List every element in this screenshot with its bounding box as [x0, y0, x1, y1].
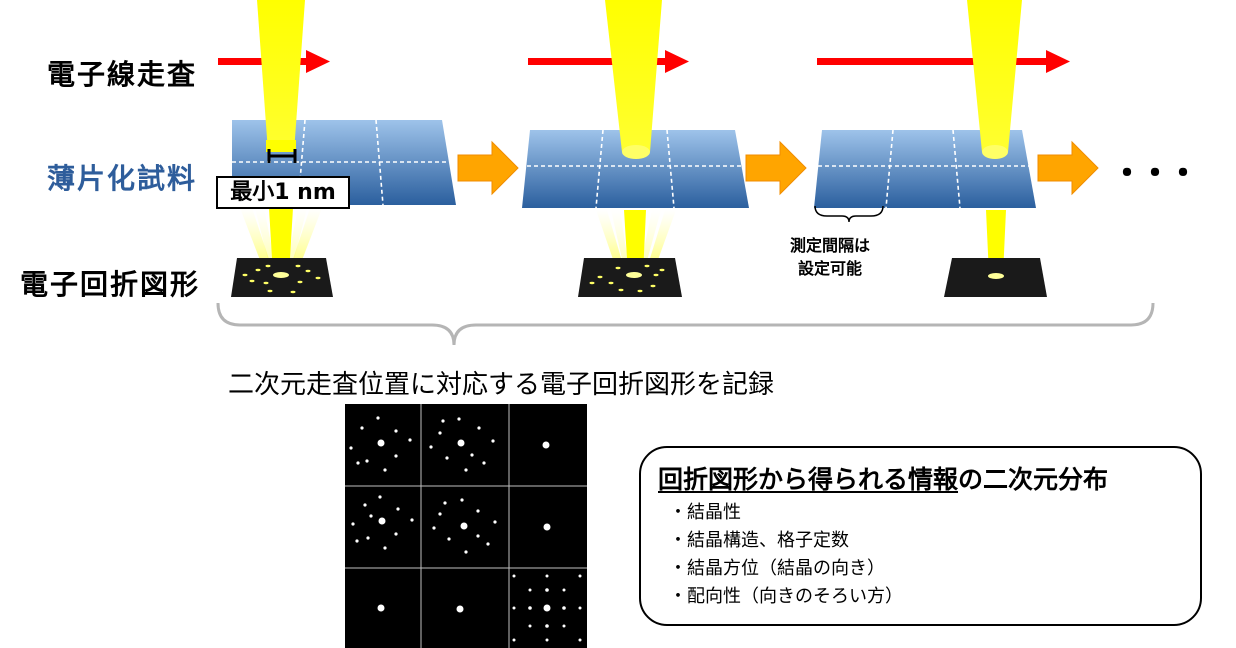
- step-arrow-2: [745, 140, 807, 196]
- diffraction-screen-1: [231, 258, 333, 297]
- diffraction-map: [345, 404, 587, 648]
- info-box: 回折図形から得られる情報の二次元分布 ・結晶性 ・結晶構造、格子定数 ・結晶方位…: [639, 446, 1202, 626]
- ellipsis: ・・・: [1110, 154, 1200, 194]
- panel-2: [522, 0, 749, 297]
- step-arrow-3: [1037, 140, 1099, 196]
- label-pattern: 電子回折図形: [20, 268, 201, 301]
- diffraction-screen-2: [578, 258, 682, 297]
- specimen-plate-2: [522, 129, 749, 209]
- info-title-underlined: 回折図形から得られる情報: [658, 465, 959, 494]
- info-item: ・配向性（向きのそろい方）: [669, 586, 903, 607]
- interval-note: 測定間隔は 設定可能: [790, 234, 870, 280]
- interval-bracket: [814, 205, 884, 223]
- grouping-brace: [216, 302, 1155, 346]
- label-scan: 電子線走査: [47, 58, 198, 91]
- incident-beam-3: [967, 0, 1022, 152]
- interval-note-line-2: 設定可能: [798, 259, 863, 278]
- scan-arrow-2: [528, 50, 689, 73]
- panel-3: [814, 0, 1070, 297]
- incident-beam-1: [257, 0, 305, 152]
- incident-beam-2: [605, 0, 662, 152]
- diffraction-screen-3: [944, 258, 1047, 297]
- label-specimen: 薄片化試料: [47, 162, 198, 195]
- info-item: ・結晶構造、格子定数: [669, 530, 849, 551]
- specimen-plate-3: [814, 129, 1036, 209]
- info-item: ・結晶性: [669, 502, 741, 523]
- interval-note-line-1: 測定間隔は: [790, 236, 871, 255]
- probe-size-bracket: [267, 149, 297, 163]
- min-size-label: 最小1 nm: [216, 176, 350, 209]
- caption: 二次元走査位置に対応する電子回折図形を記録: [228, 370, 775, 400]
- scan-arrow-3: [817, 50, 1070, 73]
- info-item: ・結晶方位（結晶の向き）: [669, 558, 885, 579]
- step-arrow-1: [457, 140, 519, 196]
- info-title-rest: の二次元分布: [958, 465, 1109, 494]
- info-title: 回折図形から得られる情報の二次元分布: [658, 460, 1108, 496]
- panel-1: [218, 0, 456, 297]
